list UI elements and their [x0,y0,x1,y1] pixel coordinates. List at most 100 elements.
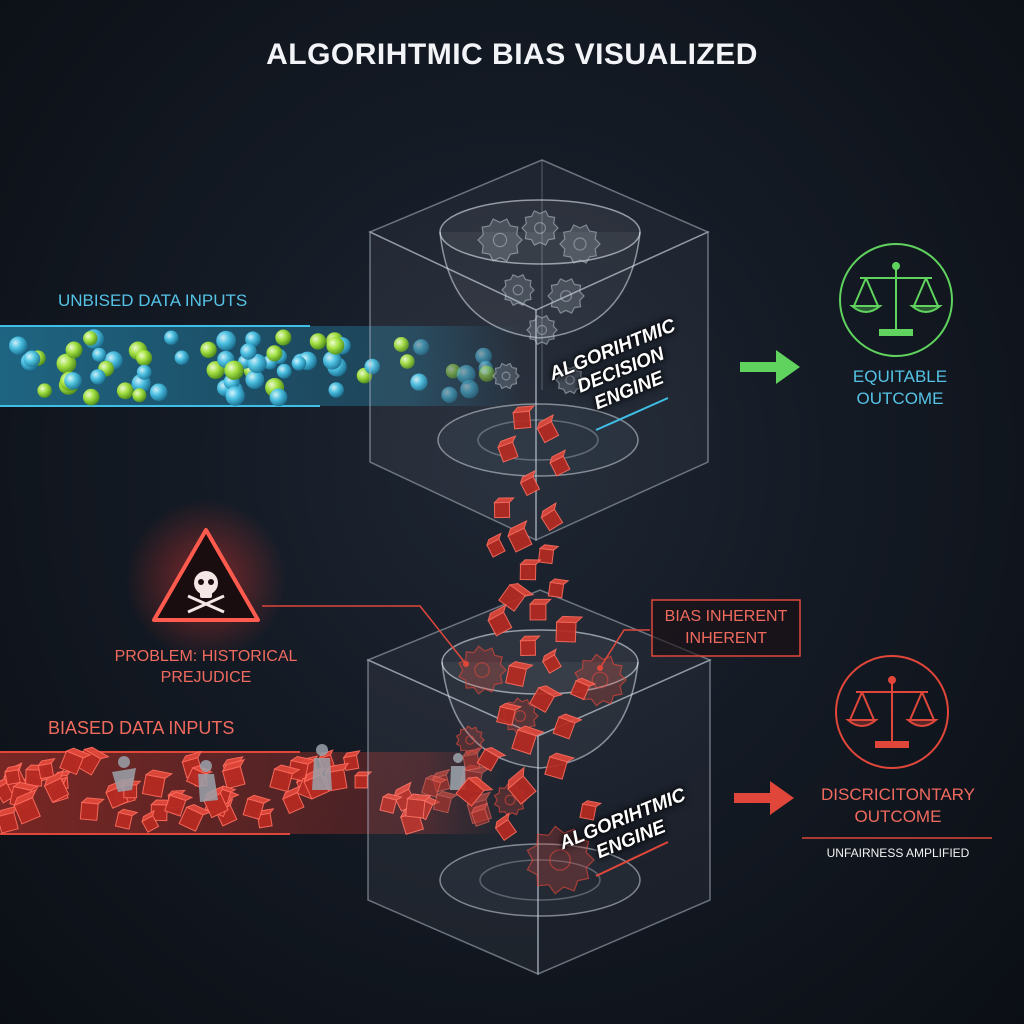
bias-inherent-label: BIAS INHERENT INHERENT [652,606,800,650]
data-ball [410,373,428,391]
data-ball [276,363,292,379]
data-ball [291,356,307,371]
warning-connector [262,605,467,665]
data-ball [275,329,292,346]
data-ball [164,330,179,345]
data-ball [328,382,344,398]
data-ball [266,345,283,362]
red-cube [496,702,523,726]
data-ball [64,372,82,390]
red-cube [493,497,515,519]
gear-icon [521,210,559,246]
page-title: ALGORIHTMIC BIAS VISUALIZED [266,38,758,71]
red-cube [379,793,403,814]
equitable-scale-icon [839,243,953,357]
warning-label: PROBLEM: HISTORICAL PREJUDICE [96,646,316,688]
equitable-outcome-line1: EQUITABLE [852,367,948,386]
data-ball [400,354,415,369]
red-cube [529,685,563,713]
warning-label-line1: PROBLEM: HISTORICAL [114,648,298,665]
red-cube [555,615,584,643]
unbiased-inputs-label: UNBISED DATA INPUTS [58,291,248,310]
top-engine-cube [368,159,710,542]
red-cube [281,785,305,815]
data-ball [245,370,265,389]
gear-icon [455,725,485,755]
gear-icon [526,314,558,346]
red-cube [342,750,361,772]
red-cube [242,794,272,820]
data-ball [90,369,106,385]
skull-crossbones-icon [187,571,225,614]
data-ball [225,386,245,406]
red-cube [432,790,459,814]
red-cube [511,725,545,755]
data-ball [245,331,261,348]
discriminatory-scale-icon [835,655,949,769]
red-cube [498,583,535,612]
data-ball [456,365,476,384]
red-cube [269,764,301,793]
data-ball [326,336,345,355]
warning-triangle-icon [126,500,286,660]
gear-icon [526,825,595,895]
red-cube [221,758,246,790]
equitable-arrow-icon [740,350,800,384]
gear-icon [555,365,585,395]
data-ball [393,337,409,352]
data-balls [9,329,495,407]
red-cube [519,469,541,497]
red-cube [141,809,160,833]
red-cube [3,764,23,786]
red-cube [537,544,560,565]
unfairness-note: UNFAIRNESS AMPLIFIED [826,846,970,860]
gear-icon [547,278,585,314]
data-ball [116,382,134,400]
discriminatory-arrow-icon [734,781,794,815]
red-cube [37,757,56,780]
data-ball [132,388,147,403]
red-cube [569,677,597,701]
red-cube [536,414,560,444]
bias-inherent-box [651,599,801,657]
data-ball [475,347,492,365]
bias-inherent-line1: BIAS INHERENT [664,608,788,625]
red-cube [59,747,92,776]
red-cube [486,532,506,558]
data-ball [37,383,52,398]
biased-data-stream [0,744,500,835]
red-cube [528,598,552,621]
discriminatory-outcome-line2: OUTCOME [854,807,942,826]
data-ball [269,388,288,407]
bias-inherent-line2: INHERENT [685,630,767,647]
gear-icon [492,362,520,390]
data-ball [92,347,107,362]
data-ball [56,353,77,374]
red-cube [455,776,494,807]
red-cube [544,752,576,780]
red-cube [507,519,533,553]
red-cube [43,769,70,803]
data-ball [364,358,380,375]
red-cube [141,769,174,798]
red-cube [540,501,564,532]
gear-icon [501,274,535,306]
biased-inputs-label: BIASED DATA INPUTS [48,718,235,738]
data-ball [136,349,153,366]
red-cube [79,797,105,821]
data-ball [478,365,495,382]
gear-icon [477,218,523,262]
discriminatory-outcome-line1: DISCRICITONTARY [821,785,975,804]
red-cube [178,804,212,832]
data-ball [460,380,479,399]
red-cube [519,559,542,581]
red-cube [497,435,519,463]
data-ball [65,341,83,359]
discriminatory-outcome-label: DISCRICITONTARY OUTCOME [800,784,996,828]
data-ball [322,351,342,370]
red-cube [505,661,534,687]
red-cube [542,648,562,674]
bottom-gears [455,645,627,895]
